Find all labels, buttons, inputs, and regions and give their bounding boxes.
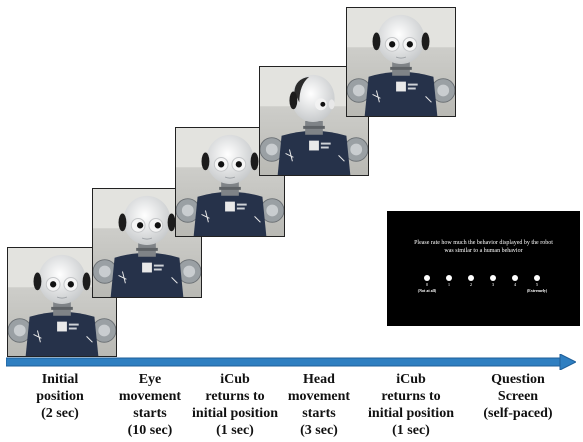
step-label-line: (2 sec) (41, 406, 79, 421)
step-label-line: position (36, 389, 84, 404)
scale-number: 0 (425, 282, 429, 287)
step-label-line: Initial (41, 372, 79, 387)
rating-scale: 0(Not at all) 1 2 3 4 5(Extremely) (387, 275, 580, 305)
scale-number: 2 (469, 282, 473, 287)
step-label-initial-position: Initial position (2 sec) (5, 371, 115, 422)
step-label-head-movement: Head movement starts (3 sec) (264, 371, 374, 439)
step-label-line: Eye (138, 372, 162, 387)
scale-dot-icon (446, 275, 452, 281)
step-label-line: (3 sec) (300, 423, 338, 438)
scale-dot-icon (534, 275, 540, 281)
step-label-line: movement (118, 389, 182, 404)
scale-number: 4 (513, 282, 517, 287)
step-label-line: iCub (220, 372, 250, 387)
step-label-line: iCub (396, 372, 426, 387)
scale-number: 3 (491, 282, 495, 287)
step-label-line: starts (302, 406, 336, 421)
step-label-eye-movement: Eye movement starts (10 sec) (95, 371, 205, 439)
step-label-line: Question (491, 372, 545, 387)
frame-initial-position (7, 247, 117, 357)
question-prompt-line1: Please rate how much the behavior displa… (414, 240, 553, 246)
timeline-arrow-icon (6, 354, 576, 370)
step-label-line: (1 sec) (216, 423, 254, 438)
step-label-return-initial-1: iCub returns to initial position (1 sec) (180, 371, 290, 439)
frame-eye-movement (92, 188, 202, 298)
step-label-line: (self-paced) (483, 406, 553, 421)
scale-number: 1 (447, 282, 451, 287)
step-label-return-initial-2: iCub returns to initial position (1 sec) (356, 371, 466, 439)
scale-dot-icon (490, 275, 496, 281)
step-label-line: initial position (192, 406, 278, 421)
step-label-line: (1 sec) (392, 423, 430, 438)
robot-photo (347, 8, 455, 116)
question-prompt-line2: was similar to a human behavior (444, 248, 523, 254)
frame-return-initial-2 (346, 7, 456, 117)
robot-photo (176, 128, 284, 236)
scale-dot-icon (424, 275, 430, 281)
question-screen: Please rate how much the behavior displa… (387, 211, 580, 326)
frame-return-initial-1 (175, 127, 285, 237)
step-label-line: Screen (497, 389, 539, 404)
step-label-line: returns to (205, 389, 265, 404)
robot-photo (8, 248, 116, 356)
scale-dot-icon (512, 275, 518, 281)
scale-dot-icon (468, 275, 474, 281)
step-label-line: Head (303, 372, 335, 387)
scale-anchor-low: (Not at all) (417, 288, 437, 293)
scale-anchor-high: (Extremely) (526, 288, 548, 293)
step-label-line: starts (133, 406, 167, 421)
step-label-line: returns to (381, 389, 441, 404)
question-prompt: Please rate how much the behavior displa… (391, 239, 576, 255)
step-label-line: movement (287, 389, 351, 404)
step-label-line: initial position (368, 406, 454, 421)
scale-number: 5 (535, 282, 539, 287)
robot-photo (93, 189, 201, 297)
step-label-line: (10 sec) (127, 423, 173, 438)
